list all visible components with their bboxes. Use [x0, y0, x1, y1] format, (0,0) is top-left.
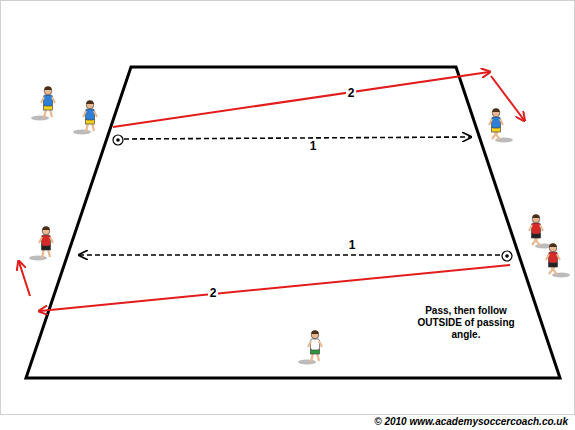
- run-arrow: [113, 72, 489, 127]
- run-arrow: [491, 76, 524, 120]
- ball: [502, 251, 512, 261]
- callout-number: 1: [308, 140, 319, 153]
- frame: [1, 1, 575, 415]
- pitch-outline: [26, 67, 560, 378]
- player-figure: [489, 108, 513, 142]
- ball: [113, 135, 123, 145]
- player-figure: [73, 100, 97, 134]
- player-figure: [298, 330, 322, 364]
- run-arrow: [40, 265, 510, 311]
- run-arrow: [19, 262, 30, 296]
- callout-number: 1: [347, 239, 358, 252]
- player-figure: [529, 214, 553, 248]
- copyright-watermark: © 2010 www.academysoccercoach.co.uk: [374, 416, 568, 427]
- pass-arrow: [80, 254, 500, 256]
- callout-number: 2: [346, 87, 357, 100]
- instruction-note: Pass, then follow OUTSIDE of passing ang…: [407, 305, 525, 341]
- player-figure: [29, 226, 53, 260]
- player-figure: [546, 243, 570, 277]
- player-figure: [31, 86, 55, 120]
- pass-arrow: [124, 137, 470, 139]
- callout-number: 2: [208, 287, 219, 300]
